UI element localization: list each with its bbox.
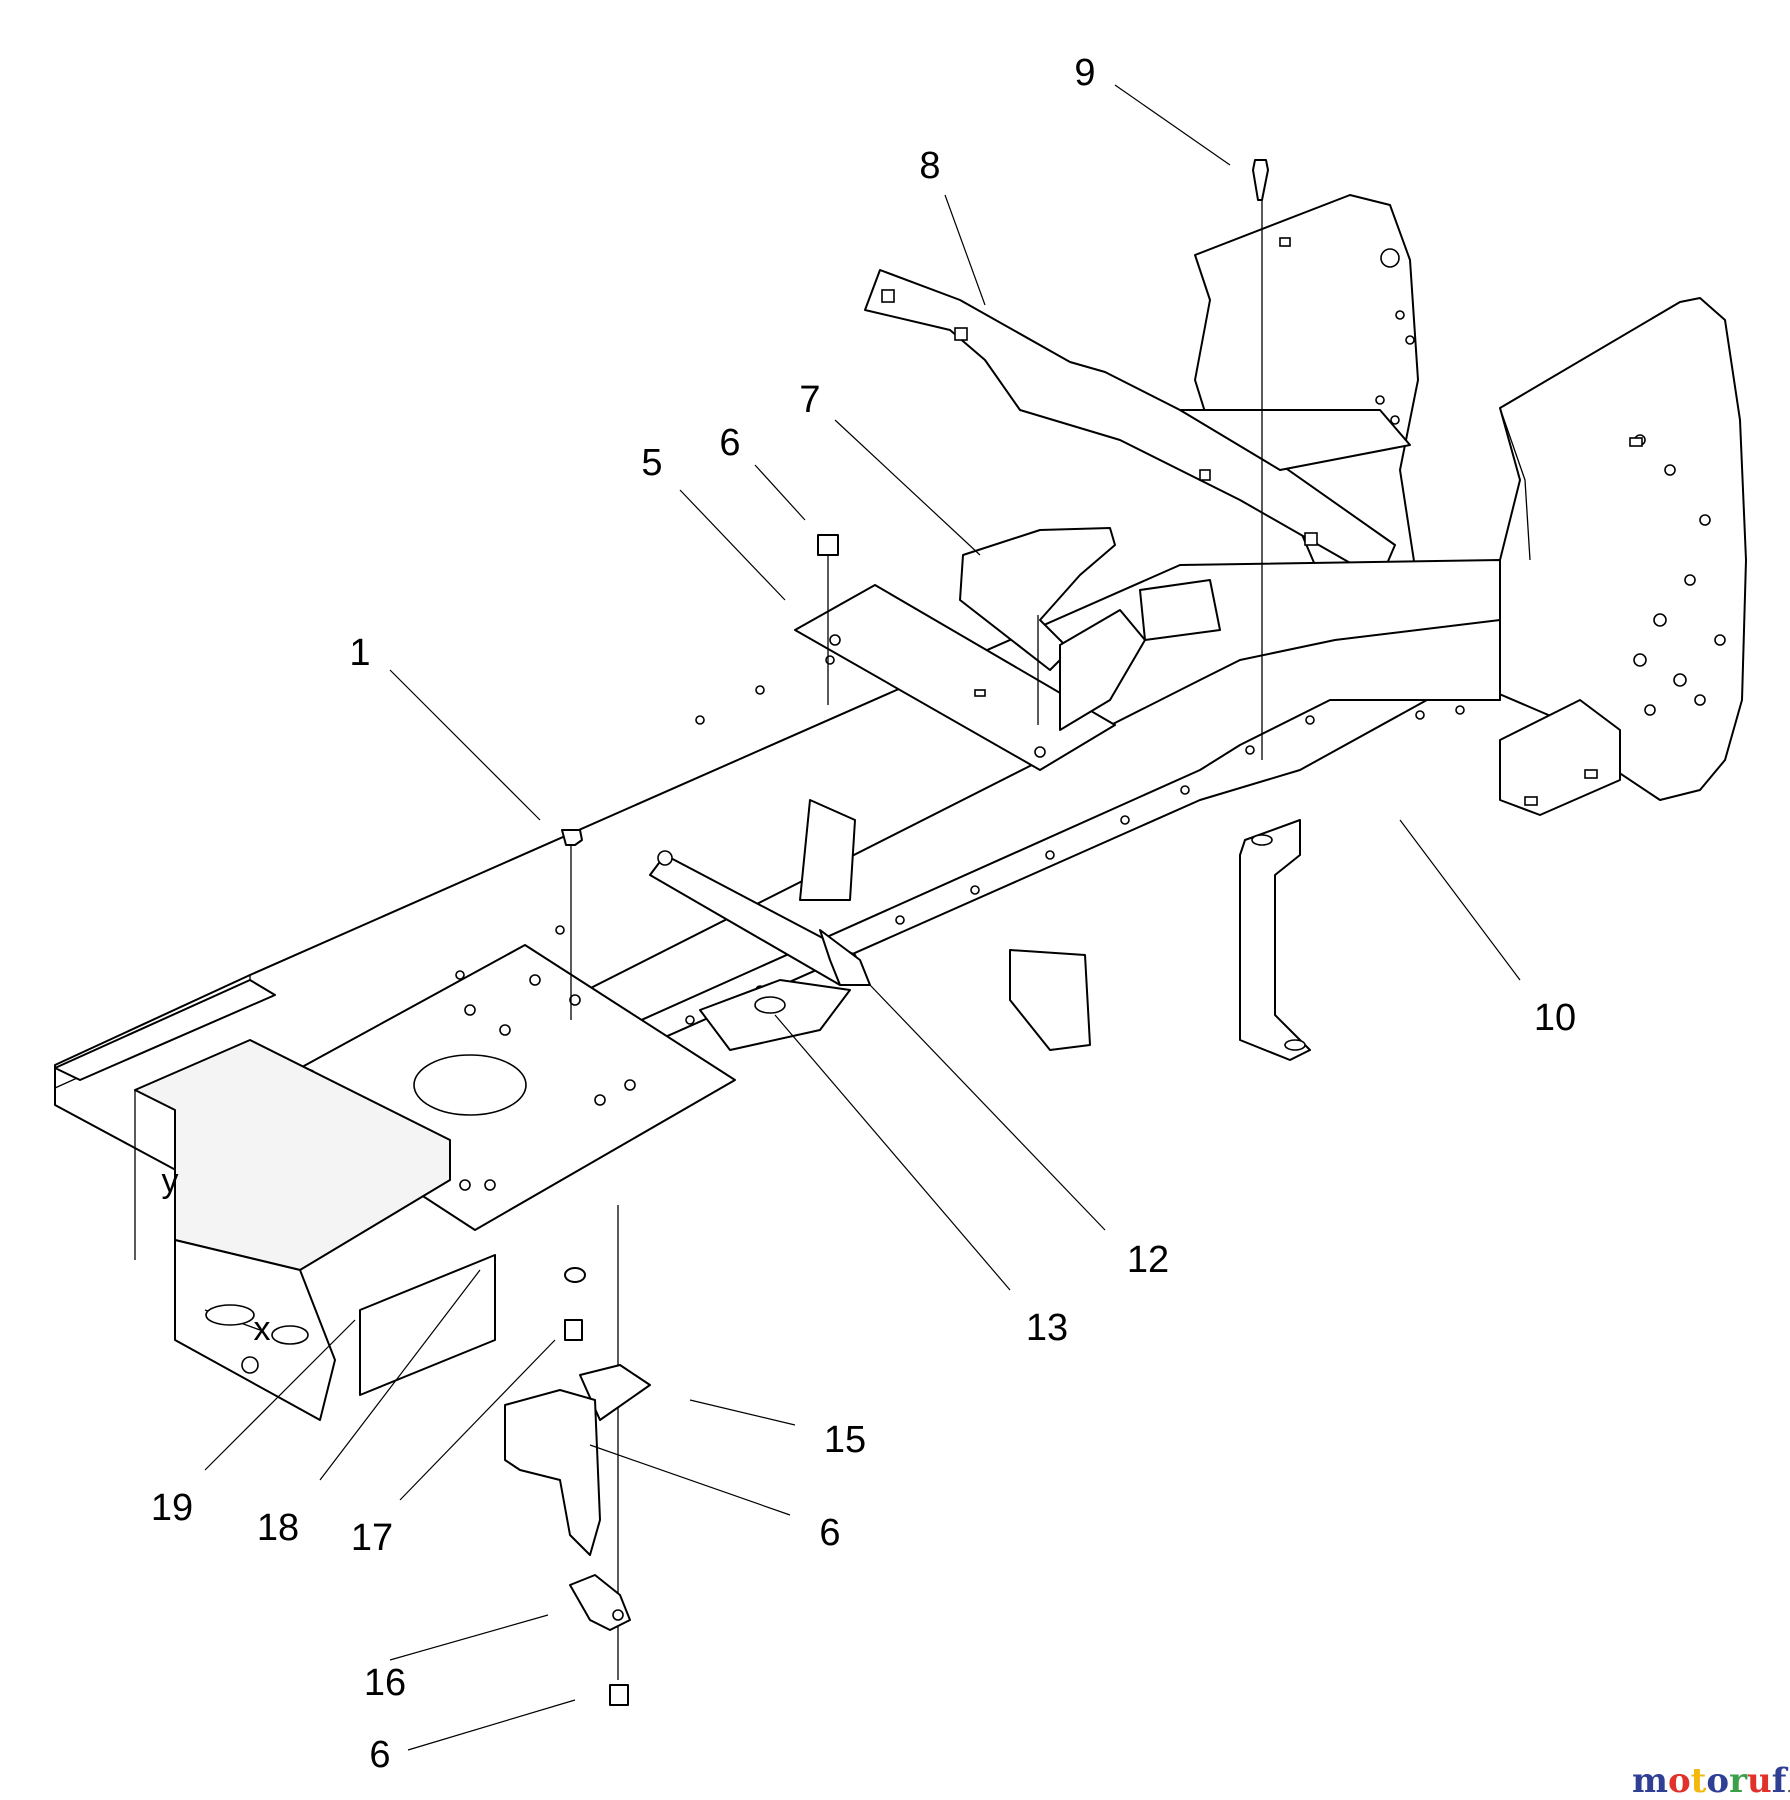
axis-marker-x: x (254, 1310, 271, 1348)
callout-10: 10 (1534, 997, 1576, 1039)
watermark-logo: motoruf.de (1632, 1761, 1790, 1800)
callout-5: 5 (641, 442, 662, 484)
callout-13: 13 (1026, 1307, 1068, 1349)
callout-19: 19 (151, 1487, 193, 1529)
rear-upright-plate (1194, 194, 1421, 601)
callout-17: 17 (351, 1517, 393, 1559)
front-cross-member (134, 1039, 496, 1421)
callout-leaders (204, 84, 1521, 1751)
callout-12: 12 (1127, 1239, 1169, 1281)
callout-18: 18 (257, 1507, 299, 1549)
callout-16: 16 (364, 1662, 406, 1704)
callout-7: 7 (799, 379, 820, 421)
rear-fender-plate (1489, 297, 1747, 816)
svg-text:motoruf.de: motoruf.de (1632, 1761, 1790, 1800)
right-hanger-bracket (1239, 819, 1311, 1061)
part-7-bracket (959, 527, 1221, 731)
callout-1: 1 (349, 632, 370, 674)
callout-8: 8 (919, 145, 940, 187)
center-pivot-bar (649, 799, 1091, 1051)
hardware-fasteners (561, 159, 1269, 1706)
callout-9: 9 (1074, 52, 1095, 94)
part-15-17-brackets (504, 1364, 651, 1631)
callout-15: 15 (824, 1419, 866, 1461)
callout-6-top: 6 (719, 422, 740, 464)
part-5-plate (794, 584, 1116, 771)
callout-6-bottom: 6 (369, 1734, 390, 1776)
axis-marker-y: y (162, 1162, 179, 1200)
callout-6-mid: 6 (819, 1512, 840, 1554)
